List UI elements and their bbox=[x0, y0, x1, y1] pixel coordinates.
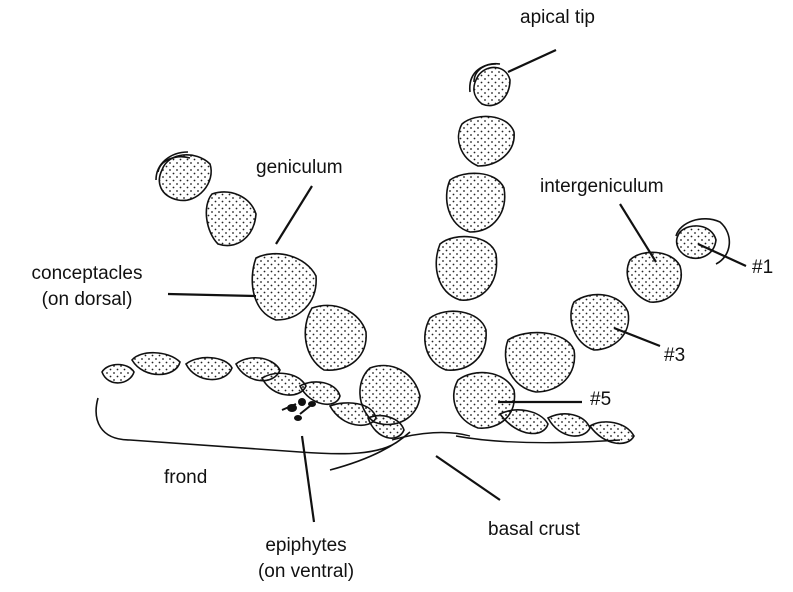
intergeniculum-label: intergeniculum bbox=[540, 175, 664, 199]
geniculum-label: geniculum bbox=[256, 156, 343, 180]
conceptacles-label: conceptacles bbox=[6, 262, 168, 286]
epiphytes-label: epiphytes bbox=[236, 534, 376, 558]
epiphytes-note: (on ventral) bbox=[236, 560, 376, 584]
frond-label: frond bbox=[164, 466, 207, 490]
apical-tip-label: apical tip bbox=[520, 6, 595, 30]
segment-3-label: #3 bbox=[664, 344, 685, 368]
conceptacles-note: (on dorsal) bbox=[6, 288, 168, 312]
basal-crust-label: basal crust bbox=[488, 518, 580, 542]
segment-1-label: #1 bbox=[752, 256, 773, 280]
segment-5-label: #5 bbox=[590, 388, 611, 412]
